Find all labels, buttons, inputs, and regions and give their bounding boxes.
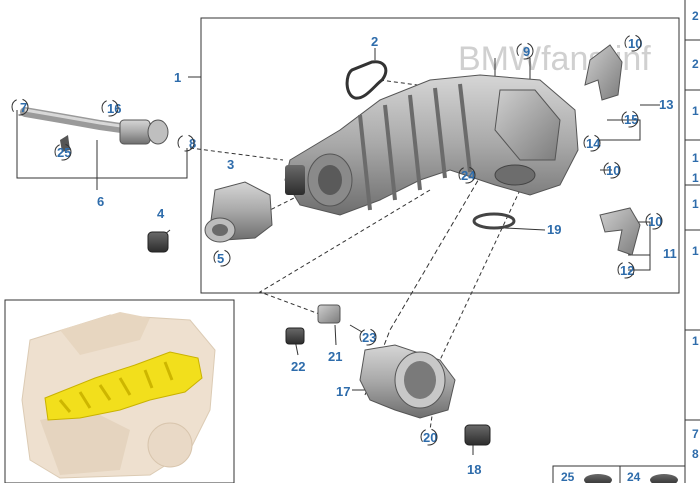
callout-6: 6: [97, 194, 104, 209]
side-row-3: 1: [692, 104, 699, 118]
main-group-frame: [200, 17, 680, 294]
side-row-1: 2: [692, 9, 699, 23]
callout-10c: 10: [648, 214, 662, 229]
callout-2: 2: [371, 34, 378, 49]
part-6-pipe: [20, 107, 169, 145]
part-gasket-2: [345, 60, 388, 100]
callout-24: 24: [461, 168, 476, 183]
callout-18: 18: [467, 462, 481, 477]
bottom-cell-25: 25: [561, 470, 575, 483]
side-row-6: 1: [692, 197, 699, 211]
callout-19: 19: [547, 222, 561, 237]
side-row-8: 7: [692, 427, 699, 441]
part-17-throttle: [359, 344, 456, 419]
callout-3: 3: [227, 157, 234, 172]
callout-13: 13: [659, 97, 673, 112]
side-row-7: 1: [692, 244, 699, 258]
callout-12: 12: [620, 263, 634, 278]
callout-15: 15: [624, 112, 638, 127]
side-row-2: 2: [692, 57, 699, 71]
part-3-throttle-adapter: [204, 181, 273, 243]
part-22-cap: [285, 327, 305, 345]
part-18-plug: [464, 424, 491, 446]
callout-23: 23: [362, 330, 376, 345]
callout-22: 22: [291, 359, 305, 374]
side-row-9: 8: [692, 447, 699, 461]
callouts: 1 2 3 4 5 6 7 8 9 10 10 10 11 12 13 14 1…: [20, 34, 677, 477]
callout-10b: 10: [606, 163, 620, 178]
callout-14: 14: [586, 136, 601, 151]
part-4-cap: [147, 231, 169, 253]
bottom-cell-24: 24: [627, 470, 641, 483]
callout-1: 1: [174, 70, 181, 85]
callout-8: 8: [189, 136, 196, 151]
watermark-text: BMWfans.inf: [458, 40, 651, 78]
callout-17: 17: [336, 384, 350, 399]
part-bracket-12: [599, 207, 641, 256]
callout-20: 20: [423, 430, 437, 445]
part-21-sensor: [317, 304, 341, 324]
callout-markers: [11, 34, 663, 446]
callout-5: 5: [217, 251, 224, 266]
part-25-clip: [60, 135, 70, 152]
callout-10: 10: [628, 36, 642, 51]
bottom-table: 25 24: [552, 465, 686, 483]
callout-4: 4: [157, 206, 165, 221]
side-row-10: 1: [692, 334, 699, 348]
part-bracket-15: [584, 44, 623, 101]
engine-inset: [4, 299, 235, 483]
callout-9: 9: [523, 44, 530, 59]
callout-11: 11: [663, 246, 677, 261]
callout-25: 25: [57, 145, 71, 160]
part-oring-19: [472, 212, 516, 230]
side-row-4: 1: [692, 151, 699, 165]
callout-7: 7: [20, 100, 27, 115]
side-row-5: 1: [692, 171, 699, 185]
part-intake-manifold-1: [284, 74, 579, 216]
callout-21: 21: [328, 349, 342, 364]
callout-16: 16: [107, 101, 121, 116]
side-table: 2 2 1 1 1 1 1 7 8 1: [684, 0, 700, 483]
